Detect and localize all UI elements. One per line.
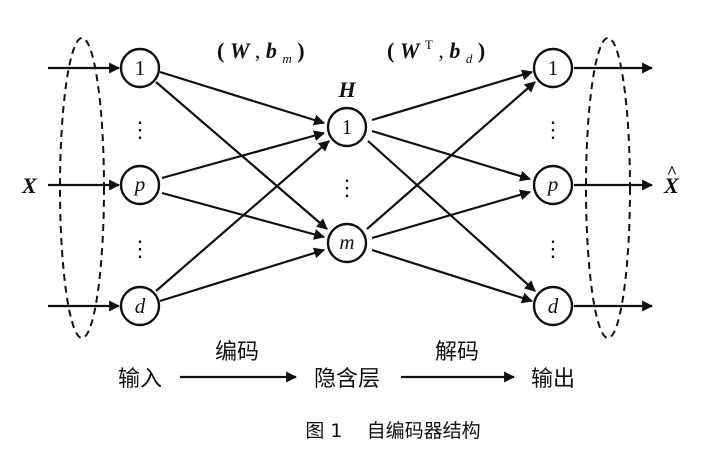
decoder-edge-m-d bbox=[371, 248, 534, 304]
hidden-node-1-label: 1 bbox=[342, 115, 353, 139]
encoder-edge-d-1 bbox=[155, 140, 330, 292]
flow-output-label: 输出 bbox=[531, 367, 575, 392]
encoder-weight: W bbox=[230, 38, 251, 63]
figure-caption: 图 1 自编码器结构 bbox=[305, 420, 480, 442]
output-vector-hat: ^ bbox=[667, 162, 677, 182]
encoder-edge-d-m bbox=[159, 247, 326, 303]
output-group-ellipse bbox=[585, 37, 631, 339]
output-node-1-label: 1 bbox=[548, 56, 559, 80]
decoder-params-open: ( bbox=[387, 38, 394, 63]
encoder-bias-subscript: m bbox=[282, 51, 291, 66]
output-node-p bbox=[532, 164, 574, 206]
input-group-ellipse bbox=[59, 37, 105, 339]
input-vdots-lower: ⋮ bbox=[129, 236, 151, 261]
decoder-edge-1-1 bbox=[371, 69, 534, 122]
decoder-params-label: ( W T , b d ) bbox=[387, 29, 485, 68]
input-node-p bbox=[119, 164, 161, 206]
hidden-vdots: ⋮ bbox=[336, 175, 358, 200]
hidden-node-m bbox=[326, 222, 368, 264]
input-vdots-upper: ⋮ bbox=[129, 117, 151, 142]
flow-decode-label: 解码 bbox=[435, 340, 479, 365]
hidden-layer-symbol: H bbox=[337, 77, 356, 102]
input-node-1 bbox=[119, 47, 161, 89]
decoder-edge-m-1 bbox=[366, 81, 536, 230]
encoder-edge-1-1 bbox=[159, 70, 326, 126]
input-node-1-label: 1 bbox=[135, 56, 146, 80]
hidden-node-1 bbox=[326, 106, 368, 148]
encoder-bias: b bbox=[266, 38, 277, 63]
decoder-bias-subscript: d bbox=[466, 51, 473, 66]
output-vdots-lower: ⋮ bbox=[542, 236, 564, 261]
input-node-p-label: p bbox=[133, 172, 146, 196]
output-node-d bbox=[532, 285, 574, 327]
decoder-params-sep: , bbox=[438, 38, 449, 63]
encoder-params-label: ( W , b m ) bbox=[217, 38, 305, 68]
encoder-params-open: ( bbox=[217, 38, 224, 63]
output-node-1 bbox=[532, 47, 574, 89]
decoder-params-close: ) bbox=[478, 38, 485, 63]
input-node-d-label: d bbox=[135, 294, 146, 318]
decoder-bias: b bbox=[449, 38, 460, 63]
flow-encode-label: 编码 bbox=[215, 340, 259, 365]
output-vector-label: X bbox=[663, 173, 680, 198]
input-vector-label: X bbox=[21, 173, 38, 198]
output-vdots-upper: ⋮ bbox=[542, 117, 564, 142]
output-node-p-label: p bbox=[546, 172, 559, 196]
encoder-edge-p-1 bbox=[161, 130, 326, 180]
output-node-d-label: d bbox=[548, 294, 559, 318]
decoder-weight-superscript: T bbox=[425, 37, 433, 52]
decoder-weight: W bbox=[400, 38, 421, 63]
encoder-params-sep: , bbox=[255, 38, 266, 63]
input-node-d bbox=[119, 285, 161, 327]
flow-hidden-label: 隐含层 bbox=[314, 367, 380, 392]
flow-input-label: 输入 bbox=[118, 367, 162, 392]
decoder-edge-m-p bbox=[371, 189, 532, 240]
encoder-params-close: ) bbox=[297, 38, 304, 63]
hidden-node-m-label: m bbox=[339, 230, 354, 254]
